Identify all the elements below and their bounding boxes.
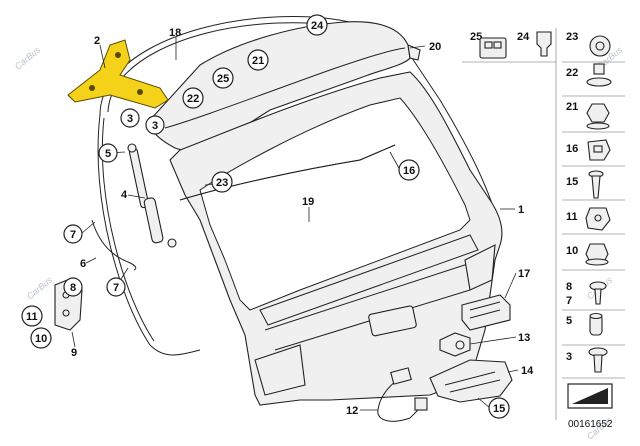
callout-8-circle: 8 [63,277,83,297]
callout-1: 1 [518,204,524,216]
tailgate-latch [429,359,513,403]
callout-10: 10 [35,333,47,345]
release-cable [377,367,428,422]
callout-14: 14 [521,365,534,377]
legend-10: 10 [566,245,578,257]
hex-bolt-icon [588,347,608,373]
clip-icon [479,37,507,59]
callout-25-circle: 25 [212,67,234,89]
legend-11: 11 [566,211,578,223]
callout-5-circle: 5 [98,143,118,163]
document-number: 00161652 [568,419,613,430]
flange-nut-icon [585,243,609,266]
bracket-clip-icon [587,139,611,161]
document-icon [567,383,613,409]
legend-row-dividers [562,61,625,379]
callout-3a: 3 [127,113,133,125]
callout-7a-circle: 7 [63,224,83,244]
plug-icon [536,31,552,57]
callout-11: 11 [26,311,38,323]
callout-21-circle: 21 [247,49,269,71]
expanding-rivet-icon [589,35,611,57]
watermark-left-top: CarBus [13,44,43,71]
callout-24: 24 [311,20,324,32]
tailgate-hinge [67,39,169,109]
callout-22-circle: 22 [182,87,204,109]
callout-16-circle: 16 [398,159,420,181]
legend-23: 23 [566,31,578,43]
callout-23: 23 [216,177,228,189]
bushing-icon [589,312,603,336]
legend-7: 7 [566,295,572,307]
callout-20: 20 [429,41,441,53]
callout-18: 18 [169,27,181,39]
callout-24-circle: 24 [306,14,328,36]
callout-21: 21 [252,55,264,67]
callout-7b-circle: 7 [106,277,126,297]
callout-22: 22 [187,93,199,105]
legend-21: 21 [566,101,578,113]
watermark-left-bottom: CarBus [25,274,55,301]
callout-8: 8 [70,282,76,294]
callout-23-circle: 23 [211,171,233,193]
screw-washer-icon [586,63,612,87]
callout-7b: 7 [113,282,119,294]
callout-6: 6 [80,258,86,270]
callout-2: 2 [94,35,100,47]
square-nut-icon [585,207,611,231]
lock-switch [461,294,511,331]
callout-16: 16 [403,165,415,177]
callout-19: 19 [302,196,314,208]
legend-16: 16 [566,143,578,155]
callout-12: 12 [346,405,358,417]
callout-10-circle: 10 [30,327,52,349]
callout-15-circle: 15 [488,397,510,419]
callout-15: 15 [493,403,505,415]
hex-nut-icon [586,103,610,130]
callout-7a: 7 [70,229,76,241]
legend-25: 25 [470,31,482,43]
callout-3b-circle: 3 [145,115,165,135]
screw-icon [588,170,604,199]
callout-3a-circle: 3 [120,108,140,128]
window-opening [199,97,471,311]
legend-5: 5 [566,315,572,327]
gas-strut [127,143,177,248]
callout-4: 4 [121,189,128,201]
legend-8: 8 [566,281,572,293]
legend-24: 24 [517,31,530,43]
legend-22: 22 [566,67,578,79]
callout-11-circle: 11 [21,305,43,327]
callout-3b: 3 [152,120,158,132]
callout-5: 5 [105,148,111,160]
clip-screw-icon [589,281,607,305]
legend-3: 3 [566,351,572,363]
cable [91,219,137,271]
callout-17: 17 [518,268,530,280]
callout-13: 13 [518,332,530,344]
legend-15: 15 [566,176,578,188]
callout-9: 9 [71,347,77,359]
callout-25: 25 [217,73,229,85]
rear-spoiler [149,21,411,151]
bumper-stop [439,332,471,357]
